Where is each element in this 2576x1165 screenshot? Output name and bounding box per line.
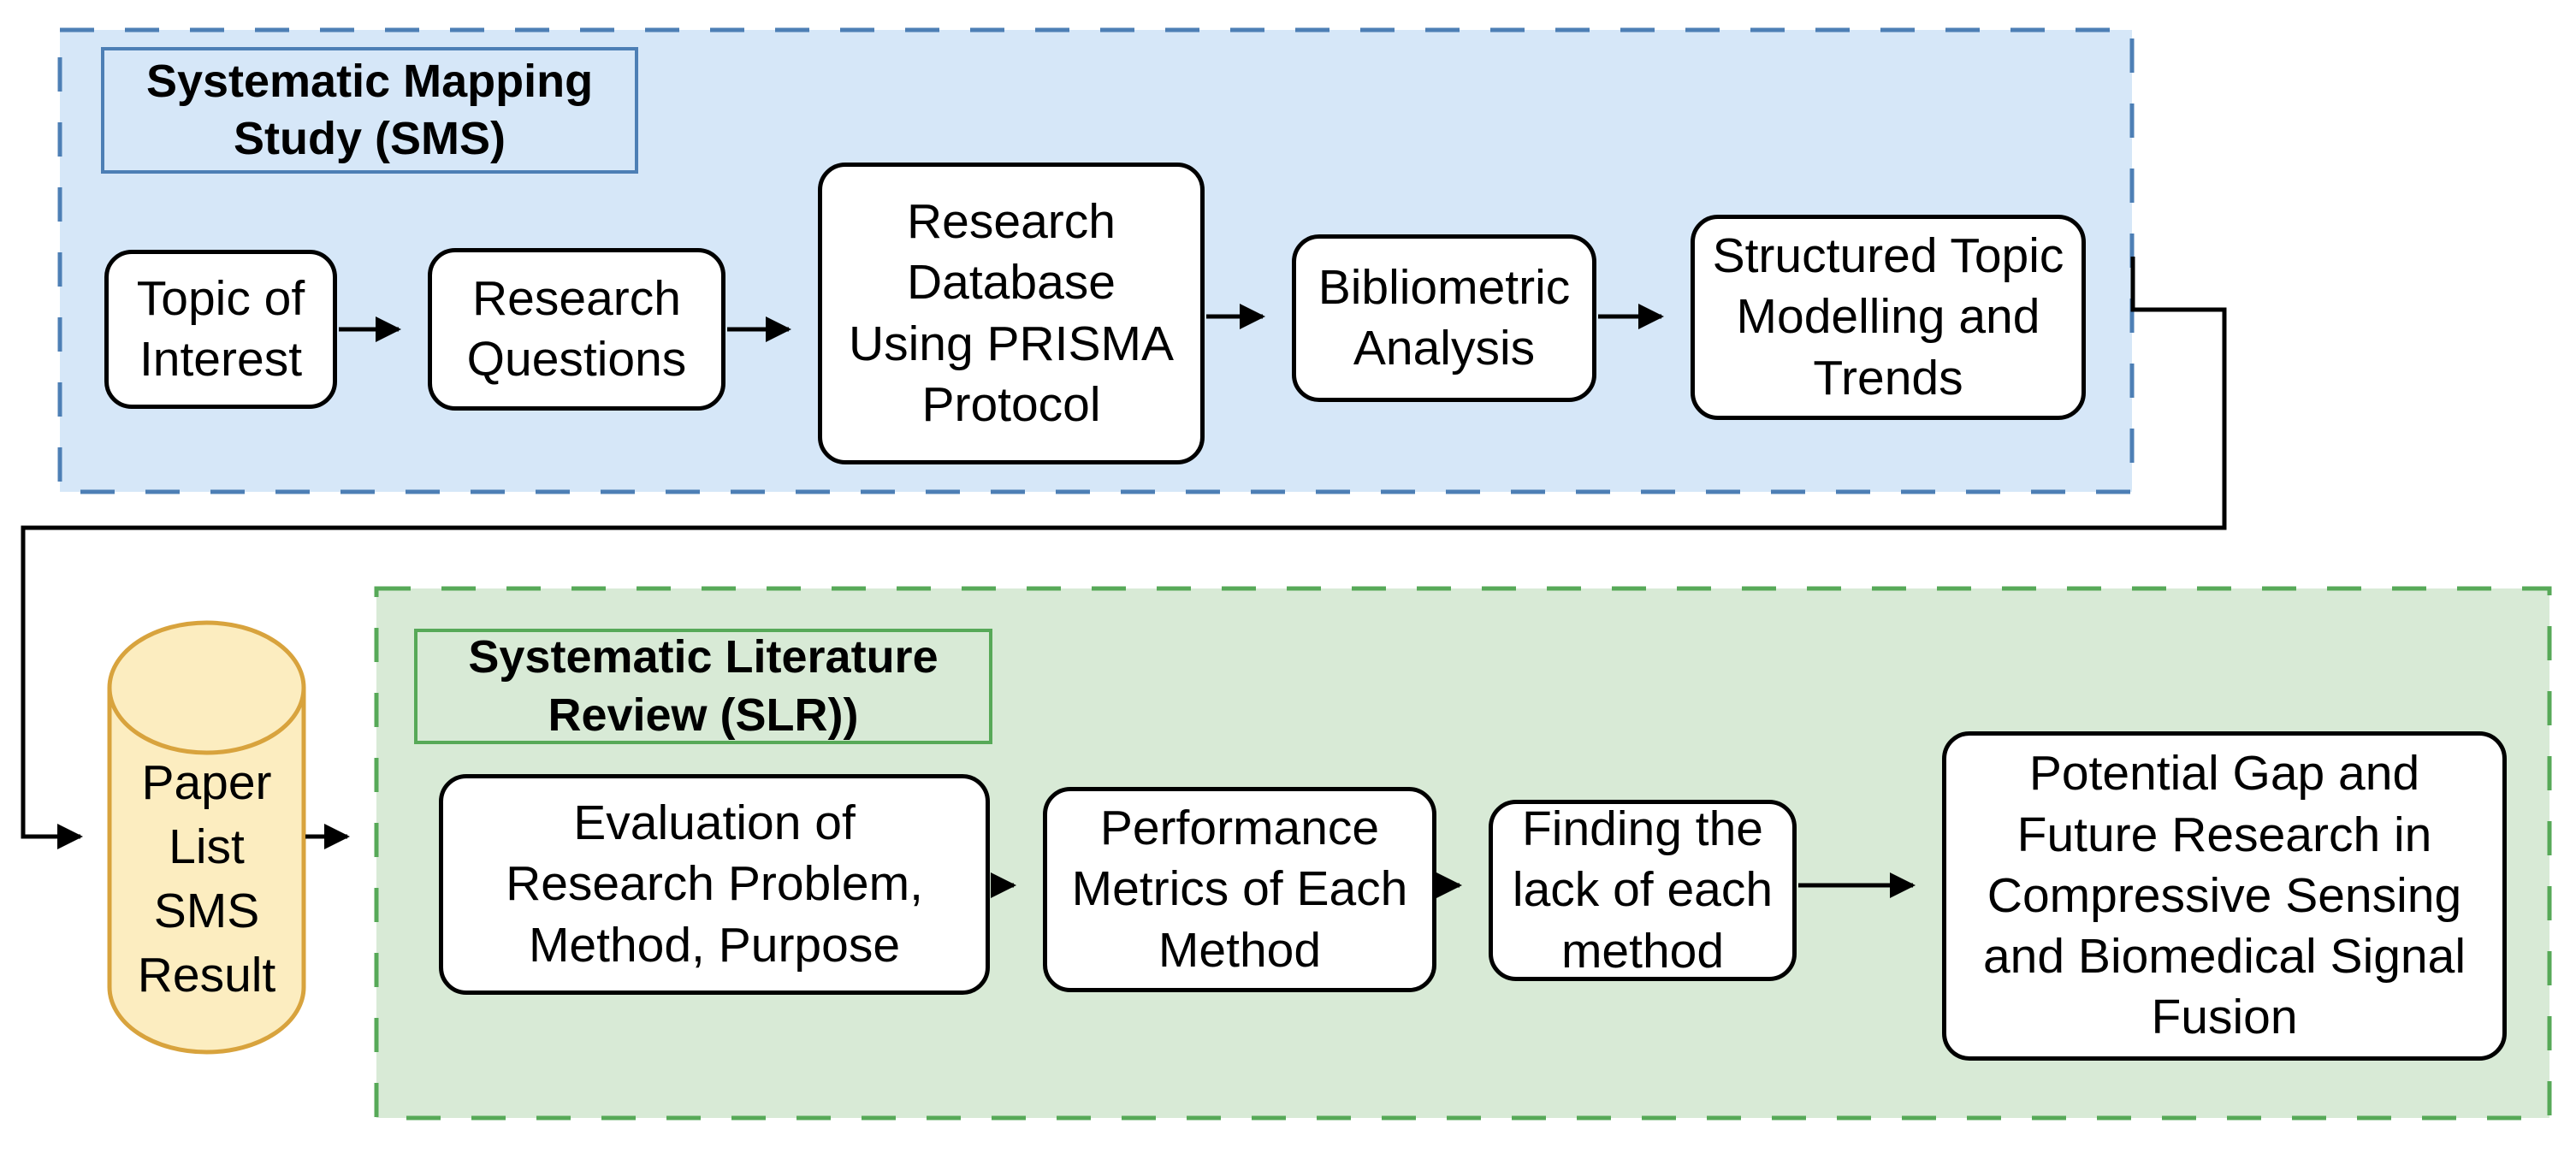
step-bibliometric-analysis: Bibliometric Analysis — [1292, 234, 1596, 402]
step-research-database-prisma: Research Database Using PRISMA Protocol — [818, 163, 1205, 464]
step-evaluation-of-research-problem: Evaluation of Research Problem, Method, … — [439, 774, 990, 995]
datastore-label: Paper List SMS Result — [137, 755, 276, 1002]
sms-section-label: Systematic Mapping Study (SMS) — [101, 47, 638, 174]
step-research-questions: Research Questions — [428, 248, 725, 411]
step-potential-gap-future-research: Potential Gap and Future Research in Com… — [1942, 731, 2507, 1061]
slr-section-label: Systematic Literature Review (SLR)) — [414, 629, 992, 744]
step-performance-metrics: Performance Metrics of Each Method — [1043, 787, 1436, 992]
step-topic-of-interest: Topic of Interest — [104, 250, 337, 409]
step-structured-topic-modelling: Structured Topic Modelling and Trends — [1691, 215, 2086, 420]
step-finding-the-lack: Finding the lack of each method — [1489, 800, 1797, 981]
